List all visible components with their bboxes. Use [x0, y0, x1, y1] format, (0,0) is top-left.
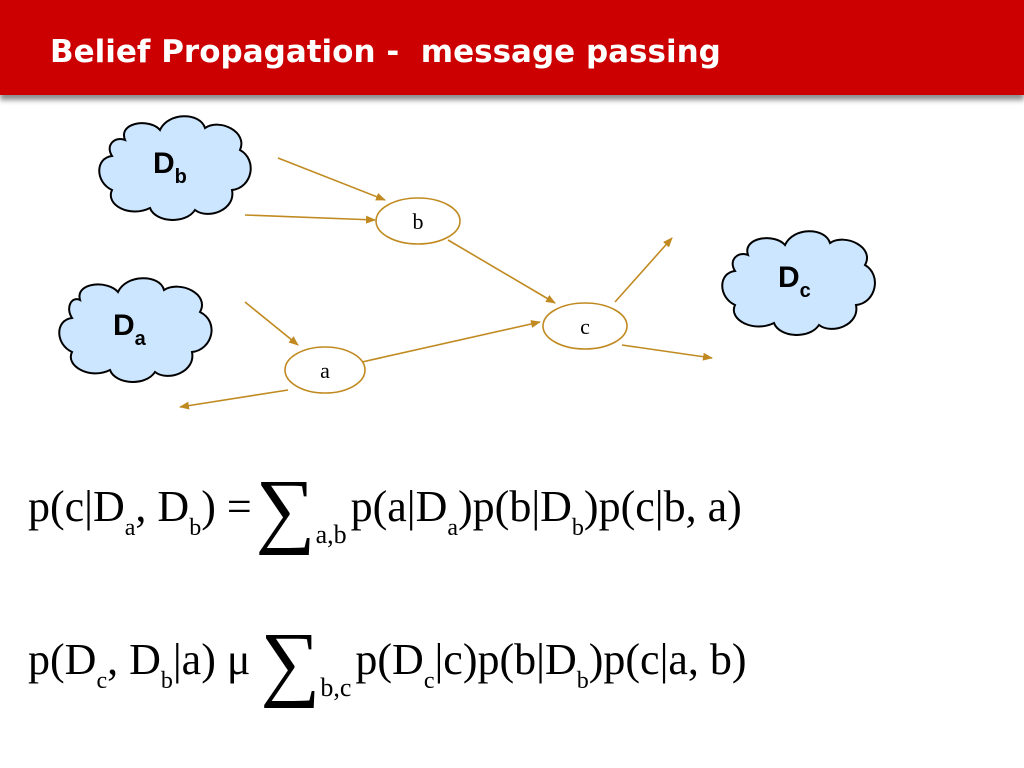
eq1-sub: a: [124, 515, 136, 541]
eq2-sigma: ∑: [260, 616, 321, 709]
cloud-da-label: Da: [113, 309, 147, 350]
eq1-lhs: p(c|D: [28, 482, 125, 531]
arrow-a-to-c: [361, 320, 541, 363]
eq2-sub: c: [96, 668, 108, 694]
eq1-sigma-sub: a,b: [315, 520, 347, 549]
eq1-term: p(a|D: [350, 482, 448, 531]
node-a: a: [284, 346, 366, 394]
cloud-dc-label: Dc: [778, 261, 811, 302]
eq1-term: )p(c|b, a): [583, 482, 742, 531]
arrow-db-to-b-2: [244, 214, 376, 224]
eq1-sigma: ∑: [255, 463, 316, 556]
eq1-sub: b: [189, 515, 202, 541]
cloud-db-label: Db: [153, 147, 187, 188]
node-a-label: a: [320, 358, 330, 383]
node-b: b: [375, 197, 461, 245]
equation-2: p(Dc, Db|a) μ∑b,cp(Dc|c)p(b|Db)p(c|a, b): [0, 605, 1024, 705]
node-c-label: c: [580, 314, 590, 339]
cloud-db: Db: [98, 115, 252, 221]
arrow-c-out-right: [621, 344, 713, 361]
slide-title: Belief Propagation - message passing: [50, 34, 721, 70]
eq2-sub: b: [160, 668, 173, 694]
eq2-term: |c)p(b|D: [434, 635, 577, 684]
eq2-lhs: p(D: [28, 635, 97, 684]
eq1-lhs-mid: , D: [135, 482, 190, 531]
node-c: c: [542, 302, 628, 350]
eq2-sub: b: [576, 668, 589, 694]
eq2-lhs-end: |a) μ: [172, 635, 251, 684]
eq2-sigma-sub: b,c: [320, 673, 352, 702]
title-bar: Belief Propagation - message passing: [0, 0, 1024, 95]
eq2-sub: c: [423, 668, 435, 694]
node-b-label: b: [413, 209, 424, 234]
eq1-sub: a: [447, 515, 459, 541]
arrow-db-to-b-1: [277, 157, 386, 201]
eq2-term: )p(c|a, b): [588, 635, 747, 684]
arrow-c-out-up: [614, 237, 673, 303]
cloud-da: Da: [58, 277, 213, 383]
arrow-b-to-c: [447, 239, 556, 304]
eq1-lhs-end: ) =: [201, 482, 252, 531]
arrow-da-to-a: [244, 301, 299, 346]
equation-1: p(c|Da, Db) =∑a,bp(a|Da)p(b|Db)p(c|b, a): [0, 452, 1024, 552]
eq1-sub: b: [571, 515, 584, 541]
eq2-term: p(D: [355, 635, 424, 684]
eq2-lhs-mid: , D: [107, 635, 161, 684]
eq1-term: )p(b|D: [458, 482, 572, 531]
cloud-dc: Dc: [721, 230, 876, 336]
arrow-a-out: [179, 389, 289, 410]
